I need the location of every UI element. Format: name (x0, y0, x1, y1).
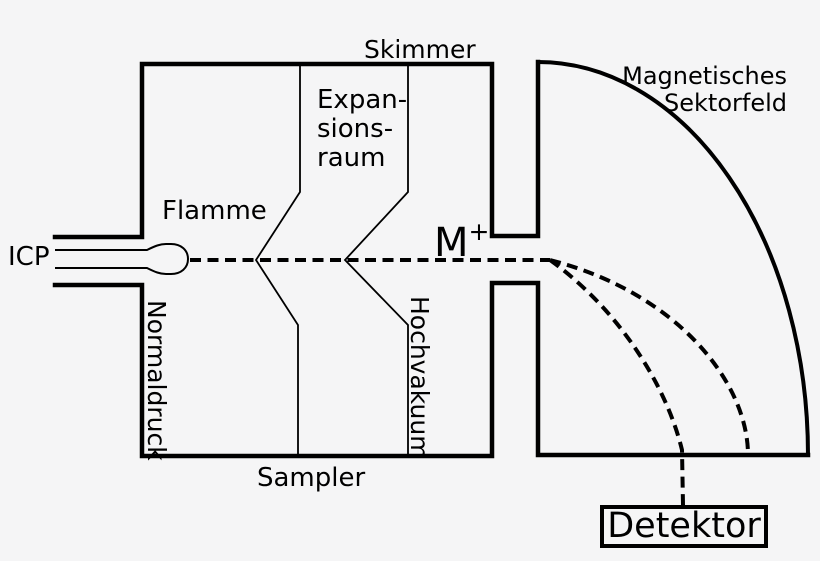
skimmer-cone (343, 64, 409, 454)
magnetic-sector-line-1: Magnetisches (622, 62, 787, 90)
expansionsraum-line-1: Expan- (317, 85, 408, 115)
expansionsraum-label: Expan- sions- raum (317, 86, 407, 173)
expansionsraum-line-2: sions- (317, 114, 394, 144)
skimmer-label: Skimmer (364, 35, 476, 64)
expansionsraum-line-3: raum (317, 143, 386, 173)
flamme-label: Flamme (162, 196, 267, 226)
hochvakuum-label: Hochvakuum (405, 296, 434, 460)
icp-label: ICP (8, 242, 50, 272)
sampler-cone (254, 64, 301, 454)
magnetic-sector-label: Magnetisches Sektorfeld (622, 63, 787, 117)
sampler-label: Sampler (257, 463, 366, 493)
detektor-box: Detektor (600, 505, 768, 548)
chamber-upper-wall (52, 59, 541, 240)
normaldruck-label: Normaldruck (142, 300, 171, 461)
ion-symbol: M (434, 220, 469, 266)
magnetic-sector-line-2: Sektorfeld (664, 89, 787, 117)
chamber-lower-wall (52, 280, 811, 459)
magnetic-sector-arc (535, 59, 811, 458)
icp-torch (55, 243, 190, 275)
detektor-label: Detektor (607, 506, 761, 546)
ion-label: M+ (434, 210, 489, 265)
ion-path-to-detector (548, 258, 685, 506)
ion-path-stray (549, 258, 750, 456)
ion-charge-superscript: + (468, 217, 490, 246)
